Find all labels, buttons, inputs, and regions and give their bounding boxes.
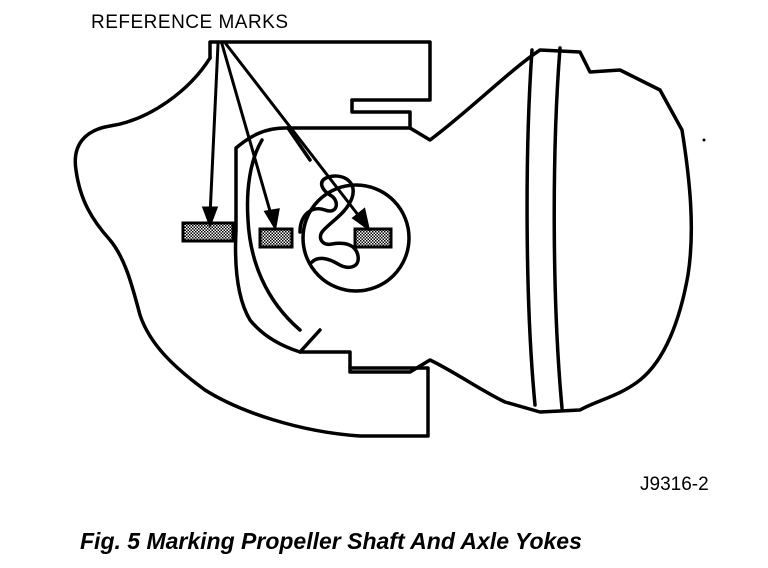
reference-mark-3 (353, 227, 393, 249)
cross-arm (298, 174, 360, 270)
leader-line-2 (220, 42, 274, 220)
shaft-band-right (552, 46, 564, 410)
reference-mark-2 (258, 227, 294, 249)
leader-line-3 (224, 42, 364, 222)
leader-line-1 (208, 42, 220, 218)
shaft-band-left (525, 48, 537, 407)
reference-marks-label: REFERENCE MARKS (91, 12, 289, 33)
figure-caption: Fig. 5 Marking Propeller Shaft And Axle … (80, 528, 582, 554)
bearing-cup (301, 183, 411, 293)
figure-code: J9316-2 (640, 474, 709, 495)
axle-yoke-outline (73, 56, 430, 438)
axle-yoke-top-flange (208, 40, 432, 102)
reference-mark-1 (181, 221, 235, 243)
shaft-yoke-outline (233, 48, 694, 414)
